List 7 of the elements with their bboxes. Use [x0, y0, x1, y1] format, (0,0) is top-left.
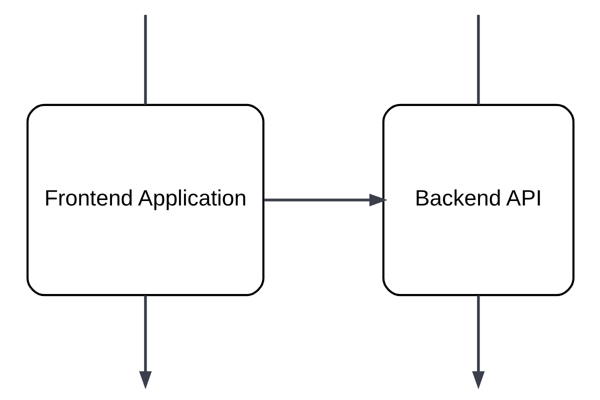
arrow [263, 194, 387, 206]
arrow [138, 295, 152, 390]
node-box: Backend API [382, 104, 574, 296]
connector [476, 14, 480, 105]
connector [144, 14, 146, 105]
arrow [472, 295, 484, 390]
node-box: Frontend Application [26, 104, 264, 296]
